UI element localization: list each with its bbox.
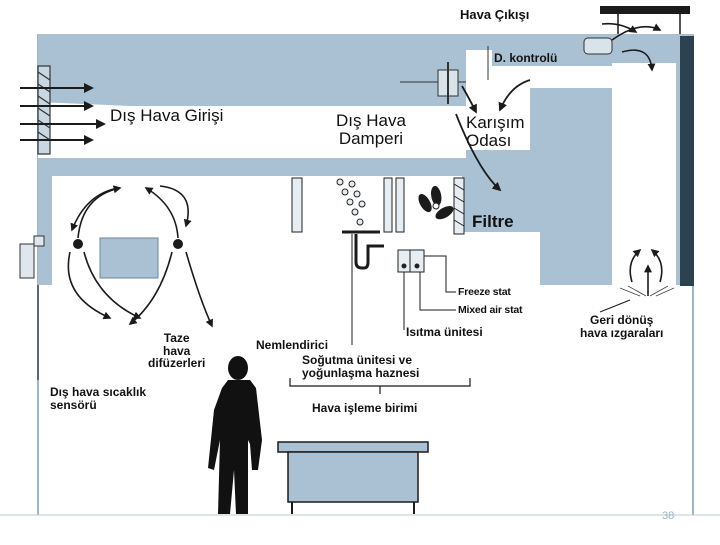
label-humidifier: Nemlendirici (256, 338, 329, 352)
label-fresh-air-diffusers-line3: difüzerleri (148, 356, 206, 371)
air-handling-bracket (289, 378, 471, 394)
page-number: 38 (662, 510, 675, 522)
leader-lines (403, 255, 456, 330)
label-fresh-air-diffusers: Taze hava difüzerleri (148, 332, 205, 370)
label-air-handling-unit: Hava işleme birimi (312, 401, 418, 415)
outside-air-duct (38, 34, 612, 104)
inlet-arrows (20, 83, 106, 145)
mixing-arrows (455, 79, 531, 192)
filter-bank (291, 177, 465, 235)
label-heating-unit: Isıtma ünitesi (406, 325, 483, 339)
table-furniture (277, 441, 429, 514)
return-grille (629, 248, 663, 296)
label-outside-air-inlet: Dış Hava Girişi (110, 106, 224, 125)
label-freeze-stat: Freeze stat (458, 286, 511, 298)
label-cooling-unit-line1: Soğutma ünitesi ve (302, 353, 413, 367)
label-outside-temp-sensor: Dış hava sıcaklık sensörü (50, 386, 146, 411)
fan-icon (418, 185, 454, 220)
cooling-coil (336, 178, 366, 226)
label-cooling-unit-line2: yoğunlaşma haznesi (302, 365, 420, 380)
label-mixing-chamber-line1: Karışım (466, 113, 525, 132)
label-mixing-chamber: Karışım Odası (466, 114, 525, 150)
return-grille-lines (619, 285, 675, 297)
temperature-sensor-icon (19, 235, 45, 380)
label-mixed-air-stat: Mixed air stat (458, 304, 523, 316)
damper-actuator (400, 37, 613, 104)
exhaust-arrows (601, 22, 662, 72)
label-return-grilles-line2: hava ızgaraları (580, 325, 664, 340)
label-outside-temp-sensor-line2: sensörü (50, 397, 97, 412)
label-outside-air-damper-line2: Damperi (338, 128, 404, 148)
humidifier-pipe (342, 230, 384, 270)
supply-arrows (67, 185, 213, 328)
person-silhouette (208, 356, 262, 514)
label-cooling-unit: Soğutma ünitesi ve yoğunlaşma haznesi (302, 354, 419, 379)
label-return-grilles: Geri dönüş hava ızgaraları (580, 314, 663, 339)
label-leaders (599, 299, 631, 313)
label-outside-temp-sensor-line1: Dış hava sıcaklık (50, 385, 147, 399)
label-outside-air-damper-line1: Dış Hava (336, 111, 406, 130)
label-exhaust: Hava Çıkışı (460, 7, 530, 22)
stat-boxes (397, 249, 425, 273)
label-fresh-air-diffusers-line2: hava (163, 343, 191, 358)
label-return-grilles-line1: Geri dönüş (590, 313, 654, 327)
label-fresh-air-diffusers-line1: Taze (163, 331, 190, 345)
label-damper-control: D. kontrolü (494, 51, 558, 65)
label-outside-air-damper: Dış Hava Damperi (336, 112, 406, 148)
label-filter: Filtre (472, 212, 514, 231)
mixing-chamber-interior (466, 66, 612, 150)
diffuser-icon (73, 237, 183, 279)
room-interior (52, 176, 290, 285)
label-mixing-chamber-line2: Odası (466, 130, 512, 150)
